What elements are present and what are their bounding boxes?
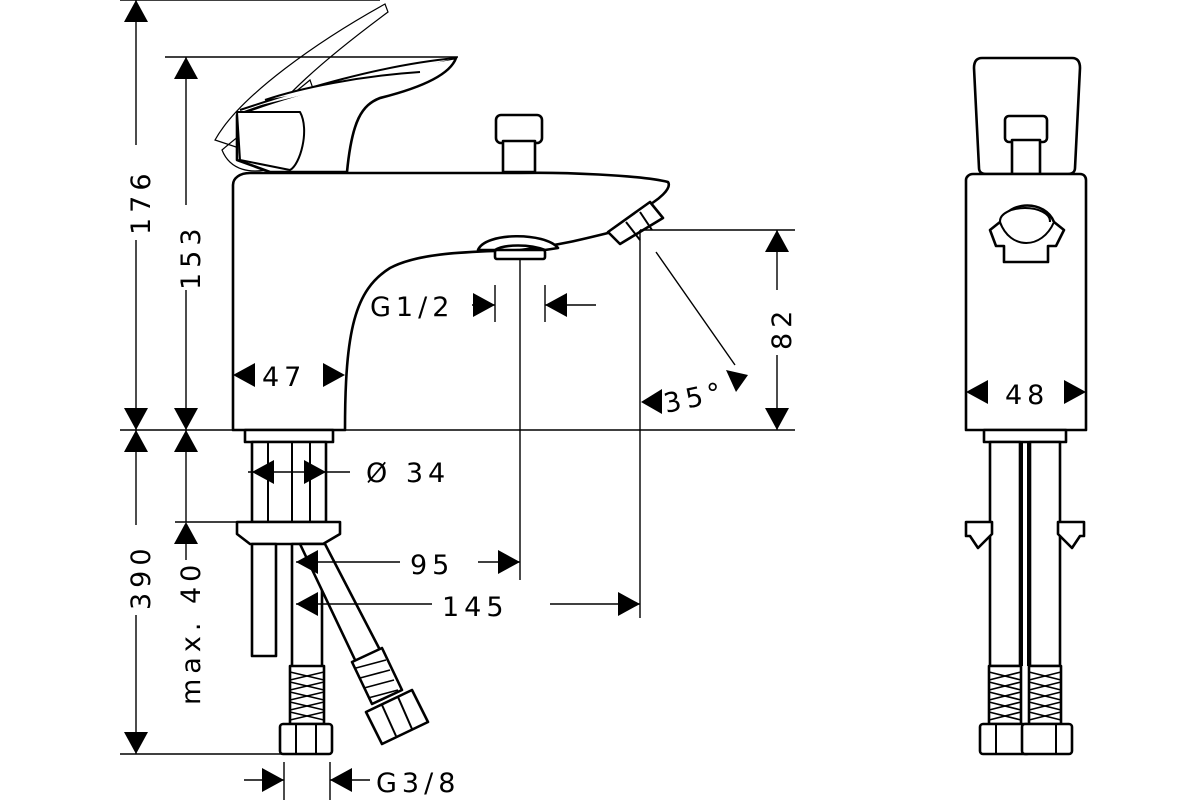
front-diverter-knob <box>1003 114 1049 144</box>
dim-g38-label: G3/8 <box>376 768 460 799</box>
fixing-rod <box>250 542 278 658</box>
base-ring <box>243 428 335 444</box>
dim-153-label: 153 <box>176 223 207 290</box>
mounting-nut <box>235 520 342 546</box>
dim-82-label: 82 <box>767 306 798 350</box>
dim-95-label: 95 <box>410 550 454 581</box>
bath-outlet <box>476 234 560 252</box>
dim-176-label: 176 <box>126 168 157 235</box>
dim-145-label: 145 <box>442 592 509 623</box>
diverter-knob <box>494 113 544 145</box>
dim-d34-label: Ø 34 <box>366 458 450 489</box>
threaded-shank <box>250 440 328 524</box>
dim-g12-label: G1/2 <box>370 292 454 323</box>
side-view: 176 153 390 max. 40 82 47 G1/2 35° Ø 34 … <box>120 0 798 800</box>
faucet-body <box>231 171 671 432</box>
dim-48-label: 48 <box>1005 380 1049 411</box>
hose-nut-angled <box>364 688 430 746</box>
hose-nut-straight <box>278 722 334 756</box>
dim-390-label: 390 <box>126 543 157 610</box>
dim-35deg-label: 35° <box>661 376 729 419</box>
shower-connector <box>606 200 665 246</box>
dim-47-label: 47 <box>262 362 306 393</box>
front-view: 48 <box>964 56 1088 756</box>
dim-max40-label: max. 40 <box>176 560 207 705</box>
